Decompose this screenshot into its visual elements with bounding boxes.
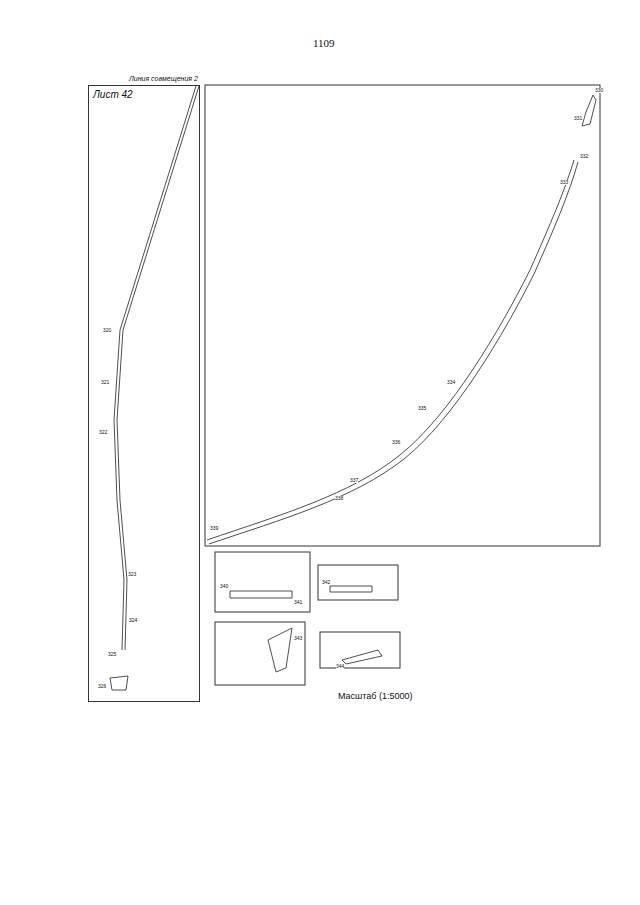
point-number: 334 (447, 380, 455, 385)
plot-contour (342, 650, 382, 664)
plot-band (114, 86, 196, 650)
inset-panel (215, 552, 310, 612)
main-panel (205, 85, 600, 546)
sheet-title: Лист 42 (93, 90, 133, 100)
point-number: 340 (220, 584, 228, 589)
plot-band (207, 160, 574, 540)
point-number: 326 (98, 684, 106, 689)
point-number: 335 (418, 406, 426, 411)
page-number: 1109 (313, 38, 335, 49)
inset-panel (318, 565, 398, 600)
plot-bands (110, 86, 596, 690)
sheet-panel: Лист 42Линия совмещения 2 (88, 85, 200, 702)
point-number: 342 (322, 580, 330, 585)
point-number: 323 (128, 572, 136, 577)
point-number: 332 (580, 154, 588, 159)
point-number: 333 (560, 180, 568, 185)
point-number: 341 (294, 600, 302, 605)
point-number: 325 (108, 652, 116, 657)
point-number: 324 (129, 618, 137, 623)
point-number: 339 (210, 526, 218, 531)
inset-panel (215, 622, 305, 685)
plot-contour (330, 586, 372, 592)
point-number: 344 (336, 664, 344, 669)
point-number: 320 (103, 328, 111, 333)
point-number: 322 (99, 430, 107, 435)
plot-contour (110, 676, 128, 690)
point-number: 330 (595, 88, 603, 93)
panel-frames (205, 85, 600, 685)
plot-band (209, 162, 578, 544)
alignment-line-label: Линия совмещения 2 (129, 75, 198, 82)
plot-band (117, 86, 199, 650)
point-number: 331 (574, 116, 582, 121)
point-number: 338 (335, 496, 343, 501)
point-number: 336 (392, 440, 400, 445)
point-number: 321 (101, 380, 109, 385)
plot-contour (268, 628, 292, 672)
point-number: 343 (294, 636, 302, 641)
plot-contour (230, 591, 292, 598)
scale-label: Масштаб (1:5000) (338, 692, 413, 701)
inset-panel (320, 632, 400, 668)
point-number: 337 (350, 478, 358, 483)
plot-contour (582, 95, 596, 126)
